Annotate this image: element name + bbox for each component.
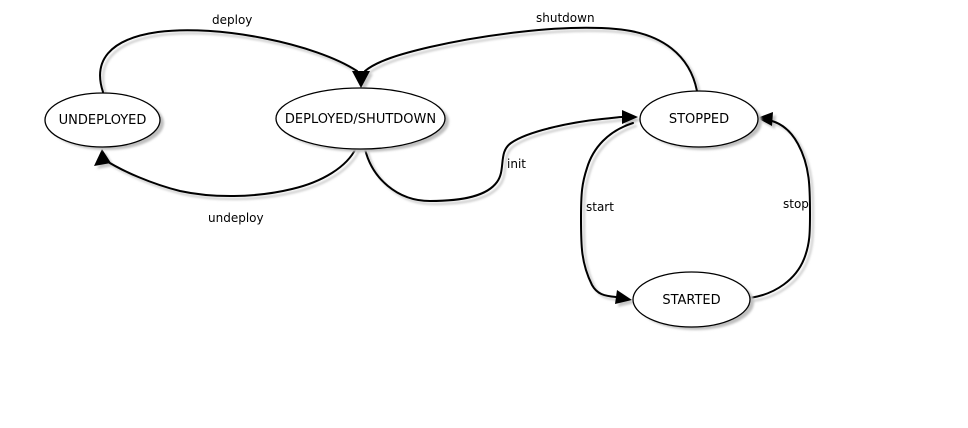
transition-start-label: start [586, 200, 614, 214]
transition-deploy-label: deploy [212, 13, 252, 27]
transition-edges-main [93, 26, 811, 305]
state-deployed-shutdown-ellipse [275, 87, 446, 150]
state-undeployed-label: UNDEPLOYED [59, 113, 147, 128]
state-undeployed: UNDEPLOYED [44, 92, 164, 150]
transition-stop-label: stop [783, 197, 809, 211]
state-undeployed-ellipse [44, 92, 161, 148]
state-started-label: STARTED [662, 293, 720, 308]
transition-init-label: init [507, 157, 526, 171]
transition-undeploy-label: undeploy [208, 211, 264, 225]
state-deployed-shutdown: DEPLOYED/SHUTDOWN [275, 87, 449, 152]
state-deployed-shutdown-label: DEPLOYED/SHUTDOWN [285, 112, 436, 127]
transition-shutdown-label: shutdown [536, 11, 595, 25]
state-started-ellipse [632, 271, 751, 328]
state-stopped-ellipse [639, 90, 759, 148]
state-stopped: STOPPED [639, 90, 762, 150]
state-started: STARTED [632, 271, 754, 330]
transition-edges-shadow [96, 29, 814, 308]
state-stopped-label: STOPPED [669, 112, 729, 127]
